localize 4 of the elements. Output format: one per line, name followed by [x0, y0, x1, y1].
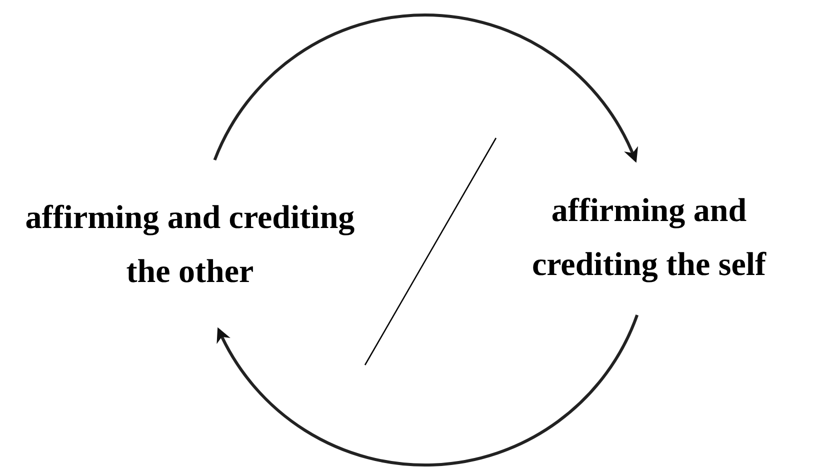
node-label: affirming and crediting the other [24, 199, 356, 292]
arrow [213, 14, 638, 163]
node-label: affirming and crediting the self [530, 192, 768, 284]
arrow [217, 314, 639, 466]
